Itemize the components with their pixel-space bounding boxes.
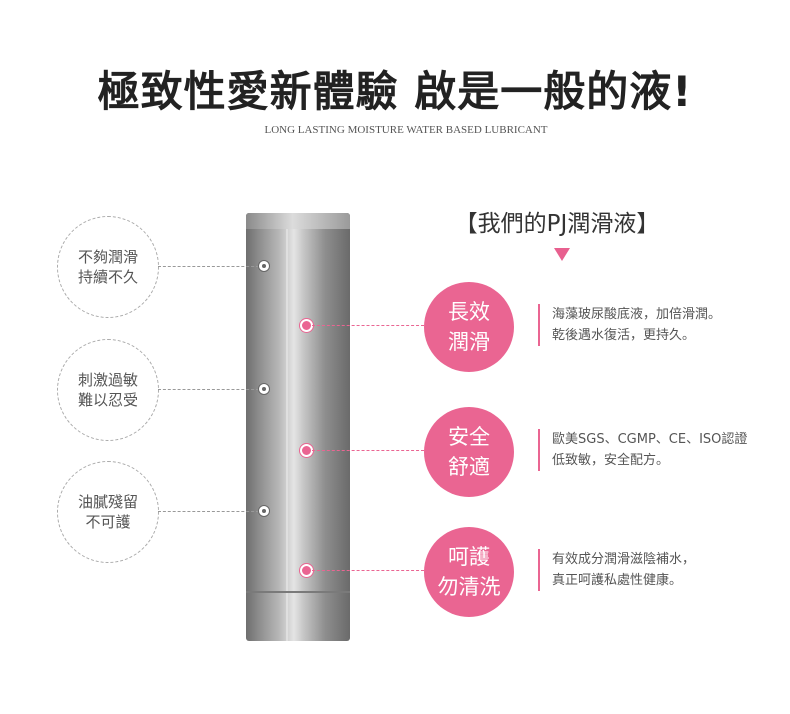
benefit-bubble-1: 長效 潤滑 [424,282,514,372]
problem-2-line1: 刺激過敏 [77,371,138,389]
benefit-1-line2: 潤滑 [448,330,490,354]
benefit-2-desc: 歐美SGS、CGMP、CE、ISO認證 低致敏，安全配方。 [538,429,790,471]
benefit-3-desc: 有效成分潤滑滋陰補水， 真正呵護私處性健康。 [538,549,790,591]
problem-2-marker [258,383,270,395]
problem-circle-3: 油膩殘留 不可護 [57,461,159,563]
benefit-1-desc: 海藻玻尿酸底液，加倍滑潤。 乾後遇水復活，更持久。 [538,304,790,346]
benefit-1-line1: 長效 [448,300,490,324]
problem-2-connector [158,389,259,390]
product-cap [246,213,350,229]
problem-1-line1: 不夠潤滑 [77,248,138,266]
problem-1-connector [158,266,259,267]
product-image [246,213,350,641]
benefit-2-line2: 舒適 [448,455,490,479]
problem-2-line2: 難以忍受 [77,391,138,409]
benefit-3-desc-line1: 有效成分潤滑滋陰補水， [552,552,696,567]
benefit-1-desc-line1: 海藻玻尿酸底液，加倍滑潤。 [552,307,722,322]
problem-circle-1: 不夠潤滑 持續不久 [57,216,159,318]
product-highlight [286,229,288,641]
problem-3-line2: 不可護 [85,513,131,531]
benefit-3-connector [312,570,424,571]
product-band [246,591,350,593]
benefit-2-desc-line1: 歐美SGS、CGMP、CE、ISO認證 [552,432,748,447]
headline: 極致性愛新體驗 啟是一般的液! [97,67,693,116]
problem-3-connector [158,511,259,512]
problem-circle-2: 刺激過敏 難以忍受 [57,339,159,441]
benefit-bubble-3: 呵護 勿清洗 [424,527,514,617]
benefit-3-line1: 呵護 [448,545,490,569]
problem-3-marker [258,505,270,517]
problem-1-line2: 持續不久 [77,268,138,286]
problem-3-line1: 油膩殘留 [77,493,138,511]
benefit-2-connector [312,450,424,451]
ours-header: 【我們的PJ潤滑液】 [454,211,660,237]
benefit-3-line2: 勿清洗 [437,575,501,599]
benefit-1-connector [312,325,424,326]
benefit-bubble-2: 安全 舒適 [424,407,514,497]
benefit-2-line1: 安全 [448,425,490,449]
benefit-1-desc-line2: 乾後遇水復活，更持久。 [552,328,696,343]
problem-1-marker [258,260,270,272]
benefit-2-desc-line2: 低致敏，安全配方。 [552,453,670,468]
benefit-3-desc-line2: 真正呵護私處性健康。 [552,573,683,588]
triangle-down-icon [554,248,570,261]
tagline: LONG LASTING MOISTURE WATER BASED LUBRIC… [264,124,548,136]
